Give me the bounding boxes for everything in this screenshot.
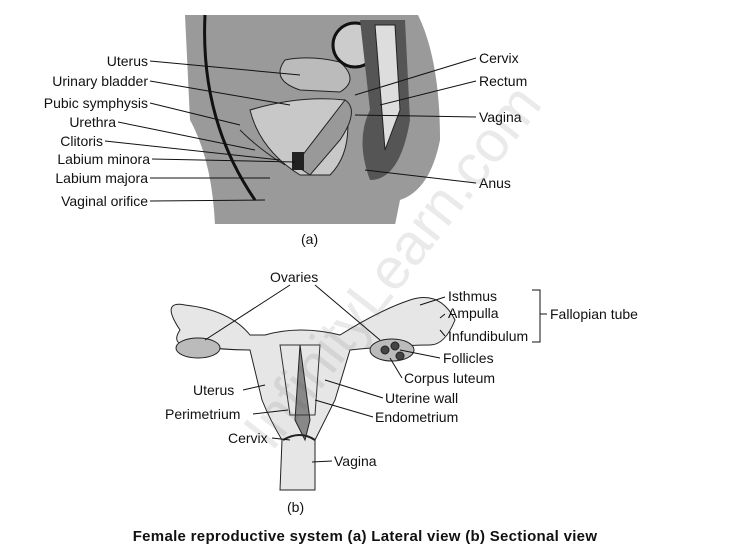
label-vaginal-orifice: Vaginal orifice: [61, 193, 148, 209]
label-clitoris: Clitoris: [60, 133, 103, 149]
label-perimetrium: Perimetrium: [165, 406, 241, 422]
label-urinary-bladder: Urinary bladder: [52, 73, 148, 89]
label-pubic-symphysis: Pubic symphysis: [43, 95, 148, 111]
label-labium-majora: Labium majora: [55, 170, 148, 186]
label-corpus-luteum: Corpus luteum: [404, 370, 496, 386]
label-endometrium: Endometrium: [375, 409, 459, 425]
figure-caption: Female reproductive system (a) Lateral v…: [132, 528, 598, 545]
label-fallopian-tube: Fallopian tube: [550, 306, 638, 322]
sectional-view-illustration: [170, 297, 456, 491]
label-cervix-a: Cervix: [479, 50, 519, 66]
label-uterus-b: Uterus: [193, 382, 235, 398]
label-vagina-b: Vagina: [334, 453, 377, 469]
lateral-view-illustration: [185, 14, 440, 226]
sectional-view-leader-lines: [204, 284, 547, 463]
label-urethra: Urethra: [69, 114, 116, 130]
label-anus: Anus: [479, 175, 511, 191]
label-labium-minora: Labium minora: [57, 151, 150, 167]
label-rectum: Rectum: [479, 73, 528, 89]
sublabel-a: (a): [301, 231, 319, 247]
label-uterine-wall: Uterine wall: [385, 390, 459, 406]
lateral-view-leader-lines: [104, 57, 477, 202]
label-isthmus: Isthmus: [448, 288, 498, 304]
label-follicles: Follicles: [443, 350, 494, 366]
label-ovaries: Ovaries: [270, 269, 319, 285]
label-uterus-a: Uterus: [106, 53, 148, 69]
sublabel-b: (b): [287, 499, 305, 515]
label-cervix-b: Cervix: [228, 430, 268, 446]
label-vagina-a: Vagina: [479, 109, 522, 125]
label-infundibulum: Infundibulum: [448, 328, 529, 344]
label-ampulla: Ampulla: [448, 305, 499, 321]
